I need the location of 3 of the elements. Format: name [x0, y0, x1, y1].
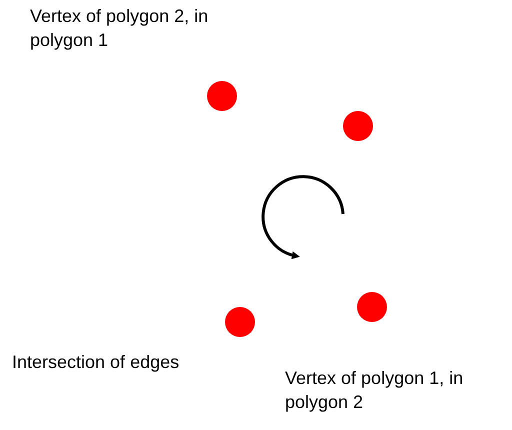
label-text: Vertex of polygon 1, in polygon 2: [285, 367, 464, 414]
label-text: Intersection of edges: [12, 351, 180, 374]
label-text: Vertex of polygon 2, in polygon 1: [30, 5, 210, 52]
